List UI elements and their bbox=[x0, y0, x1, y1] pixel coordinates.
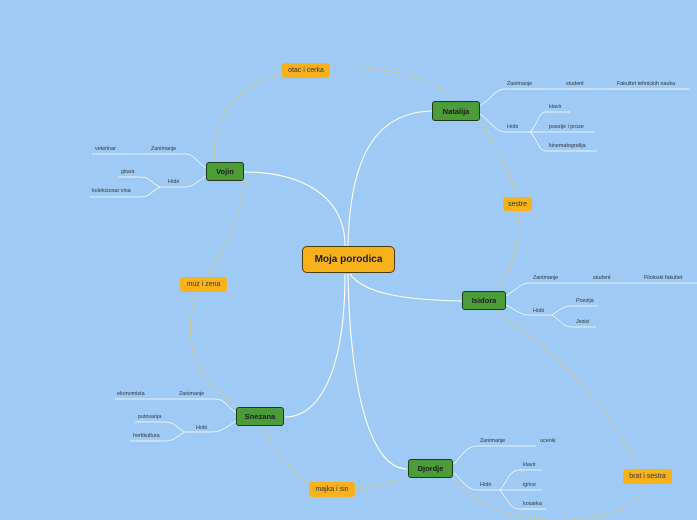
person-node-isidora[interactable]: Isidora bbox=[462, 291, 506, 310]
rel-brat-i-sestra-curve bbox=[454, 311, 645, 520]
link-central-vojin bbox=[243, 171, 346, 247]
vojin-zanimanje-label[interactable]: Zanimanje bbox=[151, 146, 177, 152]
isidora-hobi-line bbox=[505, 304, 552, 316]
natalija-hobi-label[interactable]: Hobi bbox=[507, 124, 519, 130]
relation-brat-i-sestra[interactable]: brat i sestra bbox=[623, 469, 672, 484]
djordje-zanimanje-label[interactable]: Zanimanje bbox=[480, 438, 506, 444]
isidora-hobi-item[interactable]: Jezici bbox=[576, 319, 590, 325]
natalija-hobi-line bbox=[479, 113, 530, 133]
isidora-hobi-item[interactable]: Poezija bbox=[576, 298, 594, 304]
snezana-hobi-label[interactable]: Hobi bbox=[196, 425, 208, 431]
natalija-hobi-3-line bbox=[529, 131, 597, 152]
natalija-hobi-item[interactable]: kinematografija bbox=[549, 143, 586, 149]
isidora-hobi-1-line bbox=[551, 305, 598, 316]
djordje-hobi-line bbox=[453, 472, 500, 491]
relation-sestre[interactable]: sestre bbox=[503, 197, 532, 211]
vojin-zanimanje-line bbox=[92, 153, 207, 169]
rel-muz-i-zena-curve bbox=[189, 179, 246, 408]
vojin-hobi-item[interactable]: kolekcionar vina bbox=[92, 188, 131, 194]
vojin-hobi-item[interactable]: gitara bbox=[121, 169, 135, 175]
snezana-zanimanje-label[interactable]: Zanimanje bbox=[179, 391, 205, 397]
isidora-hobi-label[interactable]: Hobi bbox=[533, 308, 545, 314]
isidora-fakultet[interactable]: Filoloski fakultet bbox=[644, 275, 683, 281]
relation-majka-i-sin[interactable]: majka i sin bbox=[309, 482, 355, 497]
isidora-zanimanje-value[interactable]: student bbox=[593, 275, 611, 281]
snezana-hobi-1-line bbox=[135, 421, 186, 433]
relation-muz-i-zena[interactable]: muz i zena bbox=[180, 277, 227, 292]
link-central-isidora bbox=[349, 273, 463, 302]
natalija-zanimanje-line bbox=[479, 88, 690, 107]
relation-links bbox=[189, 66, 645, 520]
vojin-hobi-1-line bbox=[118, 176, 161, 188]
djordje-hobi-label[interactable]: Hobi bbox=[480, 482, 492, 488]
person-node-djordje[interactable]: Djordje bbox=[408, 459, 453, 478]
link-central-natalija bbox=[347, 110, 433, 247]
djordje-hobi-1-line bbox=[499, 469, 542, 491]
snezana-hobi-line bbox=[185, 420, 237, 433]
snezana-zanimanje-value[interactable]: ekonomista bbox=[117, 391, 145, 397]
djordje-zanimanje-line bbox=[453, 445, 536, 465]
isidora-zanimanje-label[interactable]: Zanimanje bbox=[533, 275, 559, 281]
isidora-zanimanje-line bbox=[505, 282, 697, 297]
snezana-zanimanje-line bbox=[115, 398, 237, 414]
natalija-hobi-1-line bbox=[529, 111, 570, 133]
djordje-zanimanje-value[interactable]: ucenik bbox=[540, 438, 556, 444]
rel-sestre-curve bbox=[477, 119, 519, 291]
isidora-hobi-2-line bbox=[551, 314, 596, 328]
djordje-hobi-item[interactable]: kosarka bbox=[523, 501, 542, 507]
relation-otac-i-cerka[interactable]: otac i cerka bbox=[282, 63, 330, 78]
central-topic[interactable]: Moja porodica bbox=[302, 246, 395, 273]
djordje-hobi-item[interactable]: klavir bbox=[523, 462, 536, 468]
link-central-djordje bbox=[347, 273, 408, 470]
vojin-zanimanje-value[interactable]: veterinar bbox=[95, 146, 116, 152]
snezana-hobi-2-line bbox=[130, 431, 186, 442]
vojin-hobi-2-line bbox=[90, 186, 161, 198]
rel-otac-i-cerka-curve bbox=[214, 66, 453, 161]
vojin-hobi-label[interactable]: Hobi bbox=[168, 179, 180, 185]
person-node-vojin[interactable]: Vojin bbox=[206, 162, 244, 181]
djordje-hobi-3-line bbox=[499, 489, 546, 510]
person-node-natalija[interactable]: Natalija bbox=[432, 101, 480, 121]
person-node-snezana[interactable]: Snezana bbox=[236, 407, 284, 426]
natalija-zanimanje-label[interactable]: Zanimanje bbox=[507, 81, 533, 87]
natalija-zanimanje-value[interactable]: student bbox=[566, 81, 584, 87]
link-central-snezana bbox=[284, 273, 346, 418]
rel-majka-i-sin-curve bbox=[262, 427, 411, 491]
main-links bbox=[243, 110, 463, 470]
natalija-fakultet[interactable]: Fakultet tehnickih nauka bbox=[617, 81, 676, 87]
djordje-hobi-item[interactable]: igrice bbox=[523, 482, 536, 488]
natalija-hobi-item[interactable]: poezije i proze bbox=[549, 124, 584, 130]
natalija-hobi-item[interactable]: klavir bbox=[549, 104, 562, 110]
sub-links bbox=[90, 88, 697, 510]
snezana-hobi-item[interactable]: putovanja bbox=[138, 414, 162, 420]
snezana-hobi-item[interactable]: hortikultura bbox=[133, 433, 160, 439]
vojin-hobi-line bbox=[160, 175, 207, 188]
